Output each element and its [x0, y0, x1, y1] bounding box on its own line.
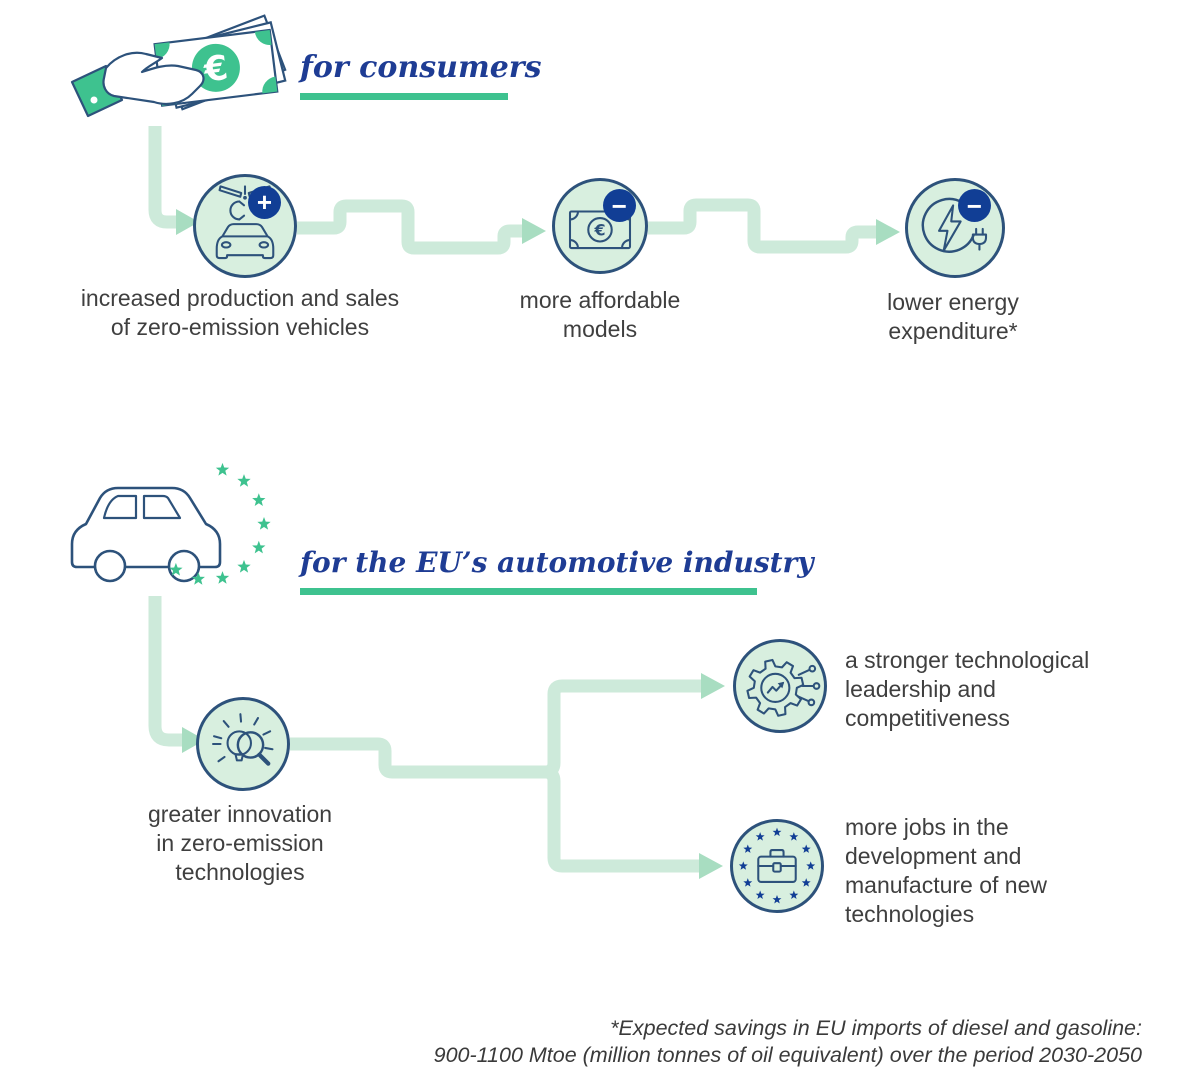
energy-bubble: −	[905, 178, 1005, 278]
jobs-label: more jobs in the development and manufac…	[845, 814, 1048, 927]
connector-hand-to-production	[148, 126, 176, 229]
innovation-bubble	[196, 697, 290, 791]
industry-heading-underline	[300, 588, 757, 595]
connector-production-to-affordable	[297, 199, 522, 255]
jobs-bubble	[730, 819, 824, 913]
consumers-heading-underline	[300, 93, 508, 100]
briefcase-eu-stars-icon	[738, 827, 816, 904]
eu-stars-navy	[738, 827, 816, 904]
hand-money-icon: €	[58, 6, 298, 136]
arrowhead-jobs	[699, 853, 723, 879]
connector-car-to-innovation	[148, 596, 182, 747]
arrowhead-energy	[876, 219, 900, 245]
minus-badge: −	[602, 189, 636, 223]
connector-branch-down	[545, 765, 699, 873]
innovation-label: greater innovation in zero-emission tech…	[147, 801, 333, 885]
robot-arm-car-icon	[215, 185, 275, 260]
energy-label: lower energy expenditure*	[887, 289, 1019, 344]
industry-heading: for the EU’s automotive industry	[300, 546, 814, 579]
connector-innovation-stem	[290, 737, 547, 779]
hand	[70, 51, 205, 118]
plus-badge: +	[247, 185, 281, 219]
euro-symbol: €	[201, 48, 230, 91]
production-label: increased production and sales of zero-e…	[80, 285, 400, 340]
footnote: *Expected savings in EU imports of diese…	[433, 1016, 1142, 1067]
production-bubble: +	[193, 174, 297, 278]
affordable-bubble: € −	[552, 178, 648, 274]
lightbulb-magnifier-icon	[212, 713, 274, 766]
connector-affordable-to-energy	[648, 198, 876, 254]
arrowhead-leadership	[701, 673, 725, 699]
car-eu-stars-icon	[56, 462, 286, 597]
euro-symbol: €	[593, 220, 605, 239]
consumers-heading: for consumers	[300, 50, 542, 85]
leadership-bubble	[733, 639, 827, 733]
leadership-label: a stronger technological leadership and …	[845, 647, 1090, 731]
gear-growth-icon	[746, 658, 821, 717]
minus-badge: −	[957, 189, 991, 223]
arrowhead-affordable	[522, 218, 546, 244]
affordable-label: more affordable models	[519, 287, 681, 342]
connector-branch-up	[545, 679, 701, 779]
energy-plug-icon	[921, 197, 988, 253]
